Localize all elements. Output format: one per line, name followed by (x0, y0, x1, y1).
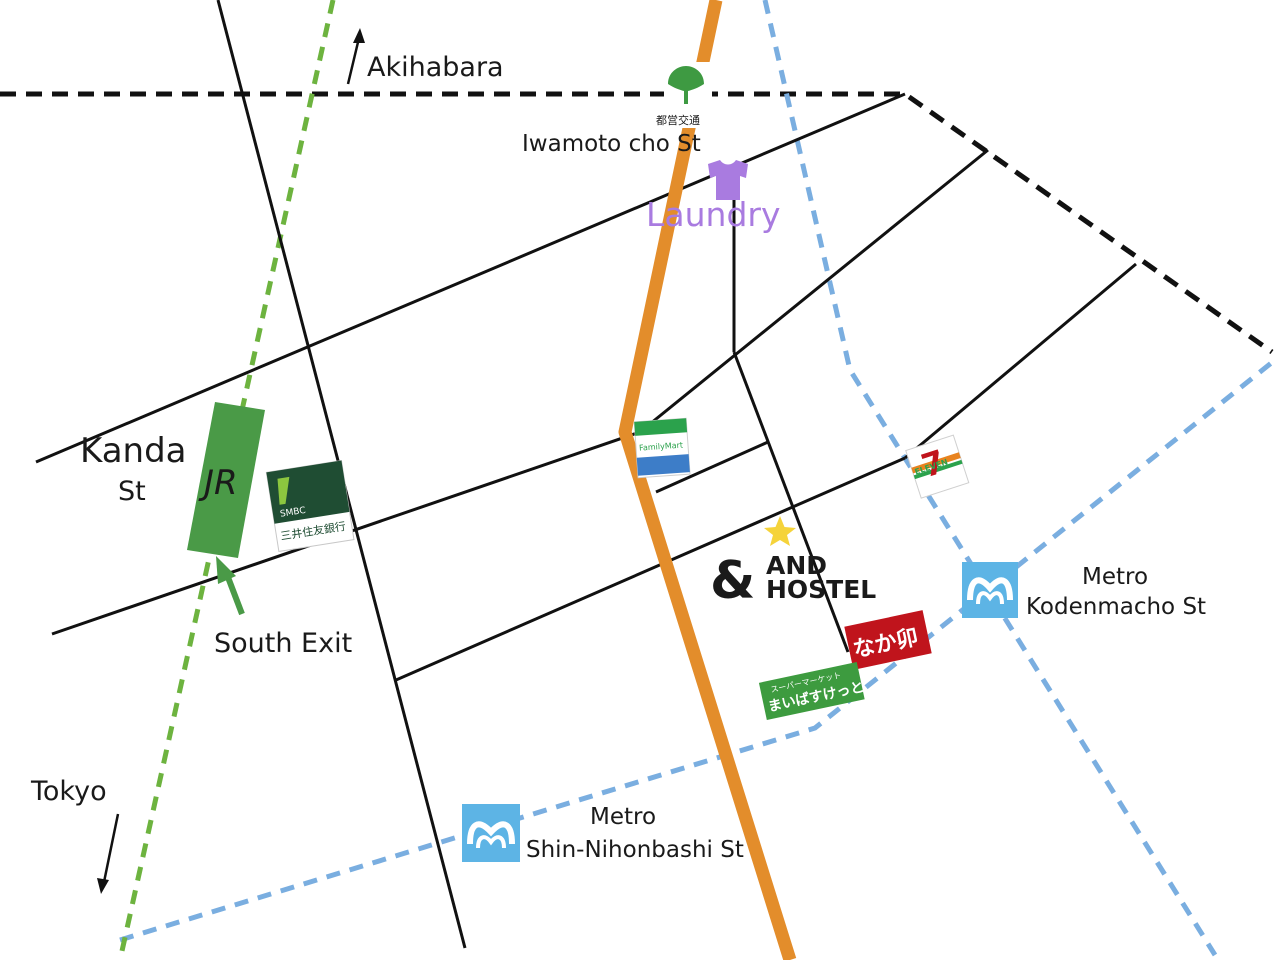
akihabara-label: Akihabara (367, 52, 504, 83)
shin-nihonbashi-station-label: Shin-Nihonbashi St (526, 837, 744, 863)
arrow-head-icon (216, 556, 236, 584)
smbc-brand: SMBC (279, 506, 306, 520)
south-exit-label: South Exit (214, 628, 352, 659)
laundry-label: Laundry (646, 195, 780, 234)
seven-eleven-sign: 7 ELEVEN (905, 434, 970, 499)
arrow-head-icon (353, 28, 365, 43)
nakau-sign: なか卯 (844, 610, 932, 670)
akihabara-arrow (346, 37, 361, 85)
metro-line-hibiya (762, 0, 1218, 957)
familymart-sign: FamilyMart (633, 417, 691, 479)
street (655, 440, 769, 494)
smbc-logo-icon (277, 476, 290, 505)
street (395, 456, 906, 682)
iwamoto-label: Iwamoto cho St (522, 131, 701, 157)
jr-kanda-station (187, 402, 265, 558)
jr-label: JR (198, 463, 238, 503)
street (639, 148, 989, 434)
toei-subway-line (0, 91, 1274, 355)
smbc-bank-sign: SMBC 三井住友銀行 (265, 459, 355, 553)
kodenmacho-metro-label: Metro (1082, 564, 1148, 590)
hostel-name-line1: AND (766, 551, 827, 580)
arrow-head-icon (97, 878, 109, 894)
street (35, 92, 906, 464)
toei-ginkgo-logo-icon (664, 62, 712, 110)
kodenmacho-station-label: Kodenmacho St (1026, 594, 1206, 620)
kanda-st-label: St (118, 476, 146, 507)
tokyo-label: Tokyo (30, 776, 107, 807)
kanda-label: Kanda (80, 431, 187, 471)
familymart-label: FamilyMart (639, 441, 684, 453)
street (732, 351, 850, 653)
main-road (618, 0, 797, 960)
hostel-ampersand: & (710, 551, 755, 611)
tshirt-icon (708, 160, 748, 200)
metro-line-shin-nihonbashi (119, 358, 1277, 943)
toei-label: 都営交通 (656, 113, 700, 127)
toei-label-bg (652, 110, 722, 128)
tokyo-metro-logo-icon (462, 804, 520, 862)
hostel-name-line2: HOSTEL (766, 575, 876, 604)
street (904, 262, 1137, 460)
star-icon (764, 516, 796, 546)
tokyo-arrow (102, 813, 120, 883)
tokyo-metro-logo-icon (962, 562, 1018, 618)
supermarket-sign: スーパーマーケット まいばすけっと (758, 662, 866, 721)
shin-nihonbashi-metro-label: Metro (590, 804, 656, 830)
